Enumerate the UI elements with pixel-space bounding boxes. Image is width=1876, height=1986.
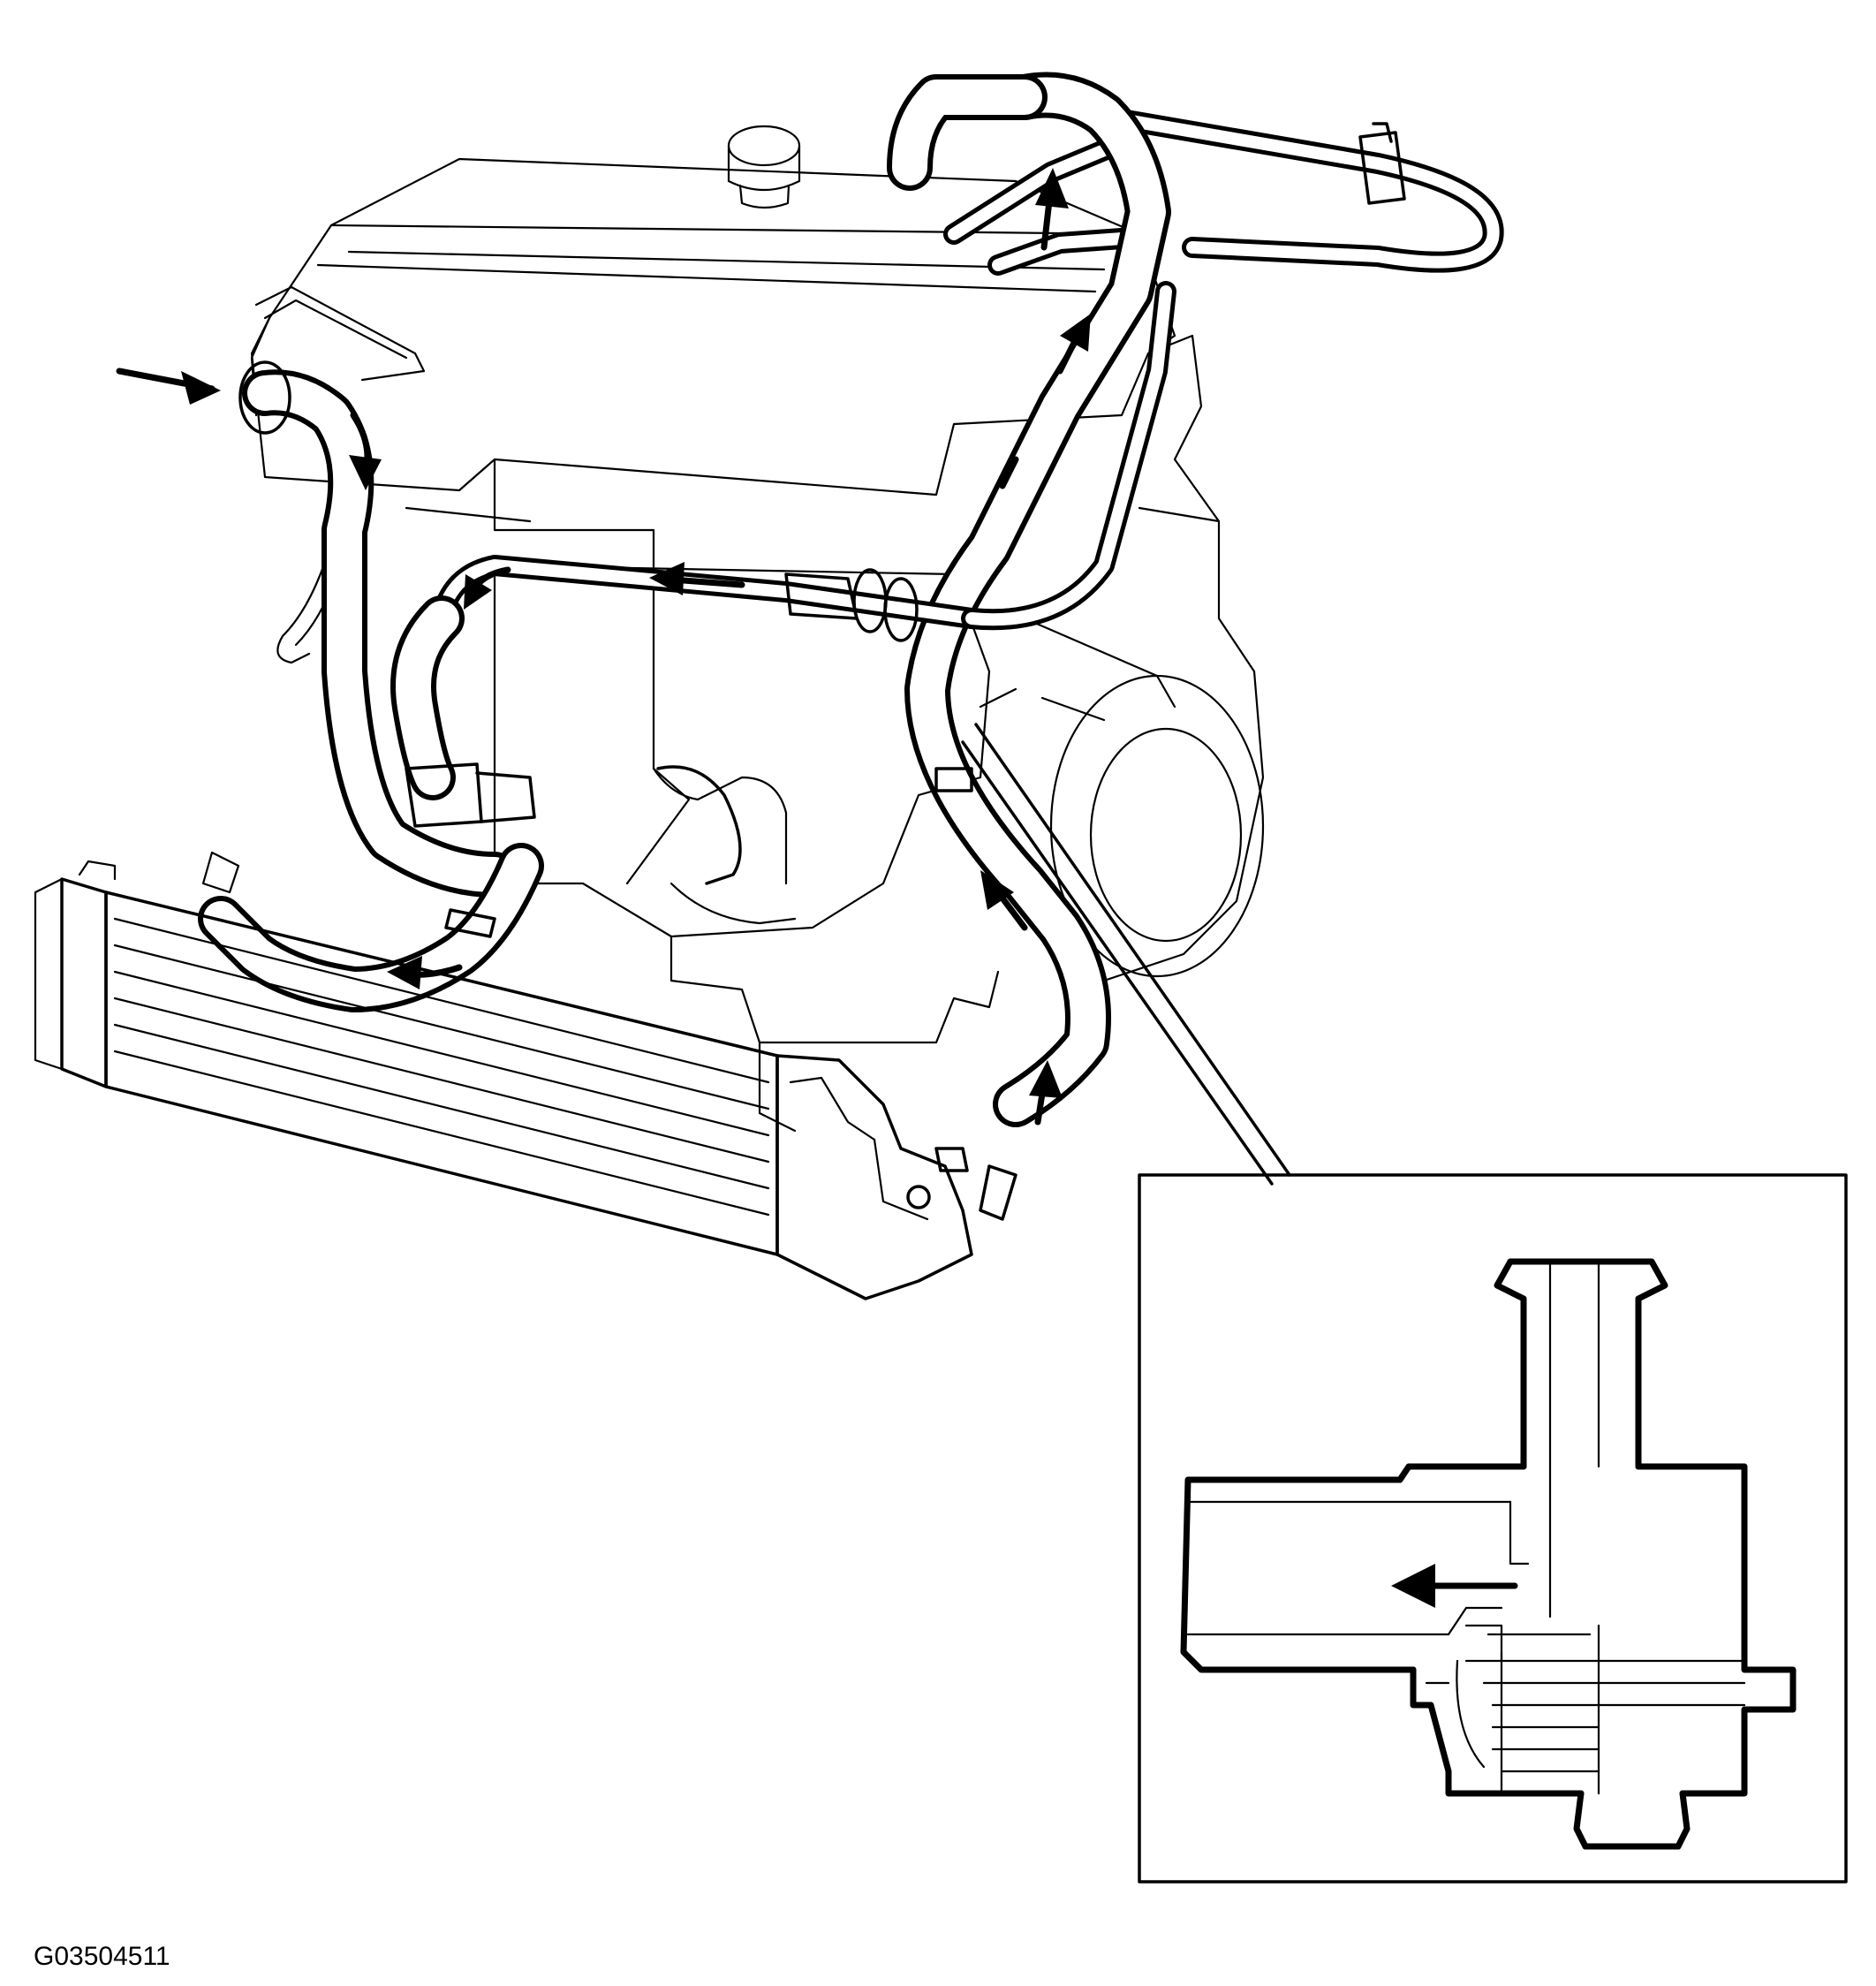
thermostat-detail-inset [1138,1173,1848,1884]
flow-arrow-intercooler [387,956,422,989]
engine-block [250,125,1265,1133]
flow-arrow-inlet [181,371,221,405]
coolant-hoses [198,72,1176,1221]
flow-arrow-left-down [349,455,382,490]
flow-arrow-upper-right-up [1060,314,1091,352]
flow-arrow-top-up [1035,168,1069,208]
flow-arrow-detail [1391,1564,1435,1608]
detail-leader-line [961,723,1291,1186]
flow-arrow-connector [464,574,492,610]
upper-bypass-pipes [943,104,1504,276]
figure-code: G03504511 [34,1942,170,1971]
flow-arrow-heater-left [649,562,685,595]
flow-arrow-bottom-right-up [1029,1060,1063,1098]
intercooler [34,851,973,1300]
flow-arrow-right-mid-up [980,870,1014,910]
flow-arrows [116,168,1518,1608]
